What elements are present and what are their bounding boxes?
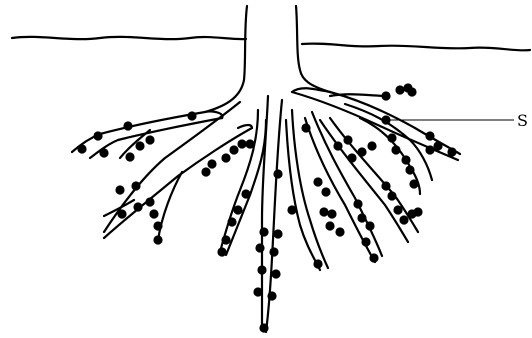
root-nodule — [319, 207, 328, 216]
root-nodule — [267, 291, 276, 300]
root-nodule — [301, 123, 310, 132]
label-s: S — [517, 111, 528, 130]
root-nodule — [145, 197, 154, 206]
root-nodule — [381, 181, 390, 190]
root-nodule — [425, 145, 434, 154]
tap-root — [262, 96, 268, 330]
root-nodule — [367, 141, 376, 150]
root-nodule — [313, 259, 322, 268]
root-nodule — [153, 235, 162, 244]
root-nodule — [115, 185, 124, 194]
root-nodule — [229, 145, 238, 154]
root-nodule — [327, 209, 336, 218]
root-nodule — [241, 189, 250, 198]
root-nodule — [433, 141, 442, 150]
stem-right-edge — [296, 6, 330, 92]
root-nodule — [201, 167, 210, 176]
lateral-root-tip — [120, 130, 150, 158]
root-nodule — [93, 131, 102, 140]
root-nodule — [369, 253, 378, 262]
lateral-root-tip — [238, 125, 252, 128]
root-nodule — [273, 169, 282, 178]
root-nodule — [135, 141, 144, 150]
root-nodule — [391, 145, 400, 154]
root-nodule — [313, 177, 322, 186]
root-nodule — [381, 91, 390, 100]
root-nodule — [149, 209, 158, 218]
root-nodule — [353, 199, 362, 208]
root-nodule — [217, 247, 226, 256]
root-nodule — [255, 243, 264, 252]
lateral-root — [330, 94, 388, 96]
root-nodule — [407, 87, 416, 96]
root-nodule — [273, 229, 282, 238]
root-nodule — [387, 191, 396, 200]
stem-left-edge — [205, 6, 247, 112]
root-nodule — [257, 265, 266, 274]
root-nodule — [207, 159, 216, 168]
root-nodule — [259, 227, 268, 236]
soil-surface-left — [12, 37, 246, 39]
lateral-root — [312, 112, 382, 256]
root-nodule — [77, 144, 86, 153]
root-nodule — [399, 215, 408, 224]
root-nodule — [401, 155, 410, 164]
root-nodule — [343, 135, 352, 144]
root-nodule — [233, 205, 242, 214]
root-nodule — [123, 121, 132, 130]
root-nodule — [395, 85, 404, 94]
root-nodule — [227, 217, 236, 226]
root-nodule — [133, 202, 142, 211]
root-nodule — [259, 323, 268, 332]
root-nodule — [447, 147, 456, 156]
root-nodule — [237, 139, 246, 148]
root-nodule — [131, 181, 140, 190]
root-nodule — [253, 287, 262, 296]
root-nodule — [125, 152, 134, 161]
root-nodule — [187, 111, 196, 120]
root-nodule — [425, 131, 434, 140]
root-nodule — [387, 133, 396, 142]
root-nodule — [153, 221, 162, 230]
root-nodule — [357, 147, 366, 156]
root-nodule — [321, 187, 330, 196]
root-nodule — [405, 165, 414, 174]
root-nodule — [413, 207, 422, 216]
root-nodule — [347, 153, 356, 162]
root-nodule — [117, 209, 126, 218]
root-nodule — [335, 227, 344, 236]
lateral-root — [90, 118, 222, 158]
root-nodule — [361, 237, 370, 246]
root-nodule — [221, 153, 230, 162]
root-nodule — [393, 205, 402, 214]
root-nodule — [357, 213, 366, 222]
root-nodule — [271, 269, 280, 278]
root-nodule — [99, 148, 108, 157]
root-nodule — [409, 179, 418, 188]
lateral-root — [292, 88, 330, 92]
soil-surface-right — [302, 44, 530, 51]
root-nodule — [245, 139, 254, 148]
root-nodule — [333, 141, 342, 150]
lateral-root — [220, 110, 258, 252]
root-nodule — [145, 135, 154, 144]
root-nodule — [221, 235, 230, 244]
root-nodule — [325, 221, 334, 230]
root-nodule — [287, 205, 296, 214]
root-nodule — [269, 247, 278, 256]
root-nodule — [365, 221, 374, 230]
